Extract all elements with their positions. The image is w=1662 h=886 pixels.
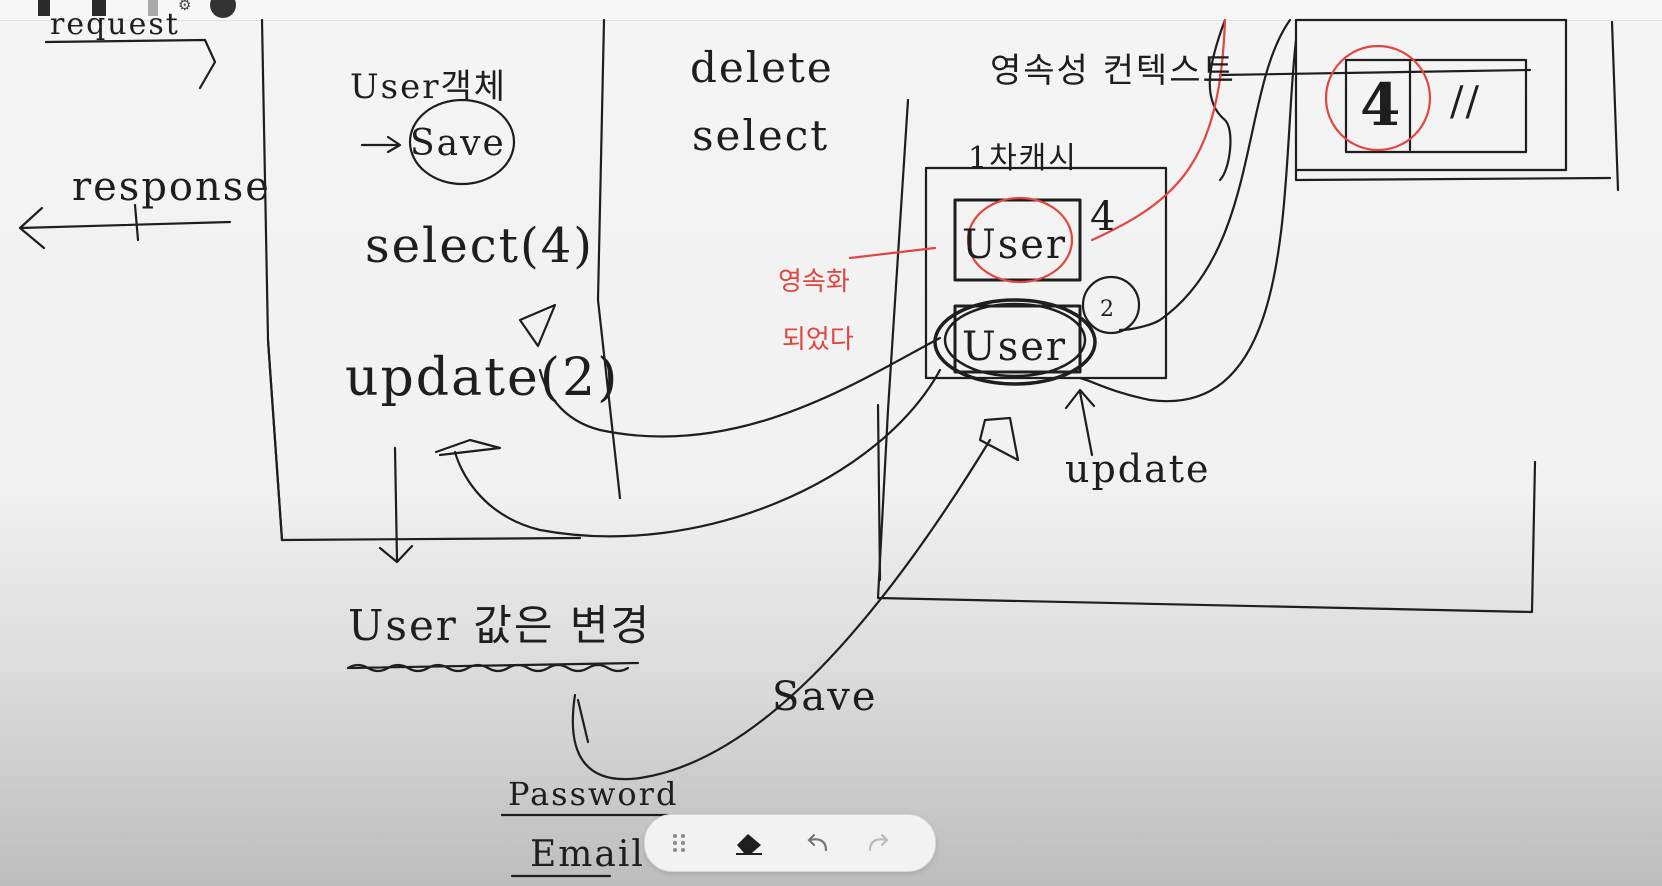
first-level-cache-box — [924, 166, 1168, 380]
select-label: select — [692, 111, 829, 160]
save-arrow — [360, 135, 402, 154]
update-label: update — [1065, 447, 1211, 491]
red-note-1: 영속화 — [778, 267, 850, 297]
db-id-red-circle — [1324, 44, 1432, 152]
response-tick — [133, 203, 140, 242]
first-level-cache-label: 1차캐시 — [968, 141, 1078, 176]
red-curve-to-context — [1090, 18, 1227, 242]
select-4-label: select(4) — [365, 218, 594, 274]
cache-entry-2-scribble-inner — [943, 302, 1087, 378]
user-create-label: User객체 — [350, 67, 507, 107]
persistence-context-label: 영속성 컨텍스트 — [990, 51, 1236, 91]
drawing-toolbar — [644, 814, 936, 872]
persistence-context-box — [876, 98, 1537, 614]
red-pointer-line — [848, 246, 937, 260]
db-row — [1344, 58, 1528, 154]
eraser-icon[interactable] — [725, 815, 773, 871]
save-curve — [571, 438, 992, 781]
gear-icon[interactable]: ⚙ — [178, 0, 192, 14]
window-top-bar: ⚙ — [0, 0, 1662, 21]
context-left-double — [876, 403, 882, 582]
save-arrowhead — [978, 416, 1020, 462]
update-arrowhead — [434, 438, 502, 457]
save-curve-label: Save — [772, 674, 878, 720]
redo-icon[interactable] — [855, 815, 903, 871]
db-box — [1294, 18, 1568, 172]
db-box-outer — [1294, 20, 1620, 192]
curve-cache-to-db-2 — [1078, 38, 1298, 403]
cache-entry-2 — [953, 304, 1082, 374]
request-label: request — [50, 7, 180, 42]
response-arrow — [18, 206, 232, 250]
response-label: response — [72, 164, 271, 210]
request-arrow — [44, 38, 217, 90]
context-to-db-line — [1218, 68, 1532, 77]
save-circle — [408, 98, 516, 186]
service-box-right — [596, 18, 622, 500]
drag-handle-icon[interactable] — [655, 815, 703, 871]
email-label: Email — [530, 834, 645, 875]
update-arrow — [1064, 388, 1096, 457]
db-mark-label: // — [1450, 79, 1481, 125]
underline — [348, 661, 640, 670]
update-2-label: update(2) — [345, 348, 619, 408]
cache-entry-1 — [953, 198, 1082, 282]
curve-top — [1208, 18, 1232, 182]
topbar-block — [148, 0, 158, 16]
id-4-label: 4 — [1090, 194, 1117, 240]
cache-user-2-label: User — [962, 324, 1067, 370]
cache-user-1-label: User — [962, 222, 1067, 268]
cache-entry-2-scribble — [933, 298, 1097, 386]
user-value-change-label: User 값은 변경 — [348, 601, 651, 650]
wavy-underline — [346, 663, 630, 673]
curve-cache-to-db — [1118, 18, 1292, 332]
save-label: Save — [410, 123, 506, 164]
down-arrow — [378, 446, 414, 564]
red-note-2: 되었다 — [782, 325, 854, 355]
id-2-label: 2 — [1100, 297, 1116, 322]
select-arrowhead — [518, 303, 557, 348]
password-tick — [576, 698, 590, 744]
undo-icon[interactable] — [793, 815, 841, 871]
service-box-bottom — [266, 338, 284, 542]
password-label: Password — [508, 775, 678, 813]
delete-label: delete — [690, 43, 834, 92]
cache-entry-1-red-circle — [966, 196, 1074, 284]
curve-cache-to-update — [453, 368, 942, 538]
topbar-block — [92, 0, 106, 16]
topbar-block — [38, 0, 50, 16]
curve-cache-to-select — [538, 336, 942, 438]
record-dot-icon[interactable] — [210, 0, 236, 18]
id-2-circle — [1081, 275, 1141, 335]
db-id-4-label: 4 — [1360, 71, 1402, 139]
